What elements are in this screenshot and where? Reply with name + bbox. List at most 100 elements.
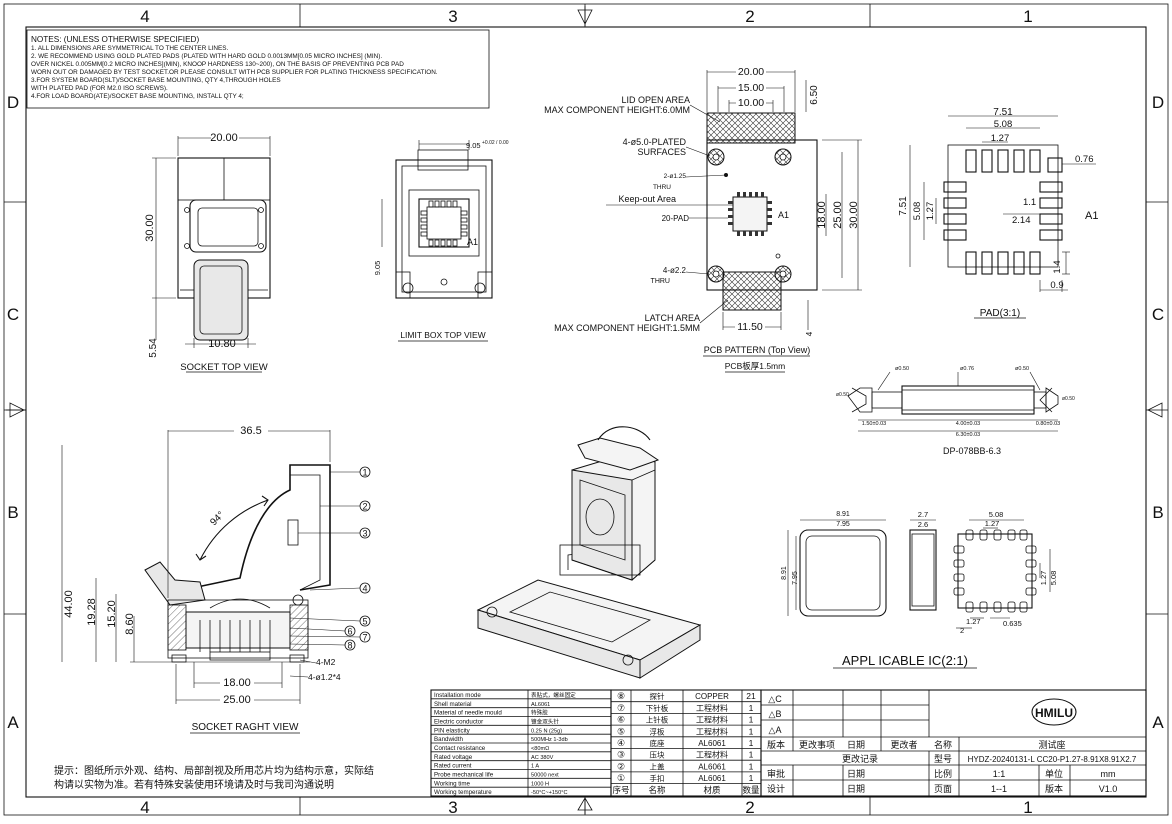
bom-qty: 1 — [749, 738, 754, 748]
border-frame — [3, 3, 1169, 816]
dim-2: 2 — [960, 626, 964, 635]
bom-qty: 1 — [749, 715, 754, 725]
dim-795: 7.95 — [836, 521, 850, 528]
plated-label: 4-ø5.0-PLATED — [623, 137, 687, 147]
lid-height-label: MAX COMPONENT HEIGHT:6.0MM — [544, 105, 690, 115]
dim-891: 8.91 — [836, 511, 850, 518]
bom-material: 工程材料 — [696, 703, 728, 713]
bom-name: 压块 — [650, 750, 665, 760]
pin-len-3: 0.80±0.03 — [1036, 421, 1060, 427]
rev-head-changer: 更改者 — [890, 739, 917, 750]
bom-name: 上盖 — [650, 761, 665, 771]
spec-value: 镀金双头针 — [531, 718, 559, 726]
bom-material: COPPER — [695, 692, 729, 701]
dim-tolerance: +0.02 / 0.00 — [482, 140, 509, 146]
view-caption: APPL ICABLE IC(2:1) — [842, 653, 968, 668]
dim-bottom: 10.80 — [208, 338, 236, 350]
bom-head-qty: 数量 — [742, 785, 760, 795]
page-label: 页面 — [934, 784, 952, 794]
dim-25: 25.00 — [223, 694, 251, 706]
dim-127: 1.27 — [985, 519, 1000, 528]
label: D — [7, 93, 19, 112]
plated-label-2: SURFACES — [637, 147, 686, 157]
label: HMILU — [1035, 706, 1073, 720]
bom-no: ① — [617, 773, 625, 783]
dim-v127: 1.27 — [1039, 571, 1048, 586]
label: 4 — [362, 584, 367, 594]
dim-15: 15.00 — [738, 82, 764, 94]
dim-v891: 8.91 — [781, 566, 788, 580]
dim-18: 18.00 — [816, 201, 828, 229]
dim-offset: 5.54 — [148, 338, 159, 358]
notes-line: WITH PLATED PAD (FOR M2.0 ISO SCREWS). — [31, 85, 168, 92]
unit-value: mm — [1101, 769, 1116, 779]
spec-label: Installation mode — [434, 692, 481, 699]
dim-v127: 1.27 — [925, 202, 936, 221]
bom-head-name: 名称 — [648, 785, 666, 795]
dim-v795: 7.95 — [792, 571, 799, 585]
design-label: 设计 — [767, 783, 785, 794]
notes-line: NOTES: (UNLESS OTHERWISE SPECIFIED) — [31, 35, 199, 44]
date-label-2: 日期 — [847, 784, 865, 794]
pcb-thickness: PCB板厚1.5mm — [725, 361, 785, 371]
dim-v508: 5.08 — [912, 202, 923, 221]
thru-label: 2-ø1.25 — [664, 173, 687, 180]
version-label: 版本 — [1045, 783, 1063, 794]
dim-44: 44.00 — [63, 590, 75, 618]
notes-line: 2. WE RECOMMEND USING GOLD PLATED PADS (… — [31, 53, 382, 60]
bom-name: 上针板 — [646, 715, 669, 725]
frame-zone-labels: 4 3 2 1 4 3 2 1 D C B A D C B A — [7, 7, 1164, 817]
rev-c: △C — [768, 694, 782, 704]
spec-value: <80mΩ — [531, 746, 549, 752]
bom-head-no: 序号 — [612, 785, 629, 795]
spec-label: Electric conductor — [434, 719, 483, 726]
rev-a: △A — [769, 725, 782, 735]
dim-v751: 7.51 — [898, 196, 909, 216]
bom-no: ⑧ — [617, 691, 625, 701]
dim-1928: 19.28 — [86, 598, 98, 626]
bom-no: ⑦ — [617, 703, 625, 713]
bom-material: AL6061 — [698, 762, 726, 771]
bom-material: 工程材料 — [696, 750, 728, 760]
label: 1 — [1023, 798, 1032, 817]
bom-qty: 1 — [749, 773, 754, 783]
latch-label: LATCH AREA — [645, 313, 700, 323]
bom-head-material: 材质 — [703, 785, 721, 795]
notes-line: 3.FOR SYSTEM BOARD(SLT)/SOCKET BASE MOUN… — [31, 77, 281, 84]
label: 6 — [347, 627, 352, 637]
spec-label: Rated current — [434, 763, 472, 770]
name-value: 测试座 — [1038, 739, 1065, 750]
spec-value: 500MHz 1-3db — [531, 737, 568, 743]
label: D — [1152, 93, 1164, 112]
spec-label: Bandwidth — [434, 736, 463, 743]
pin-dia-1: ø0.50 — [895, 366, 909, 372]
limit-box-view: A1 9.05 +0.02 / 0.00 9.05 LIMIT BOX TOP … — [373, 140, 509, 342]
model-value: HYDZ-20240131-L CC20-P1.27-8.91X8.91X2.7 — [968, 755, 1137, 764]
hole-label: 4-ø1.2*4 — [308, 672, 341, 682]
dim-width: 20.00 — [210, 132, 238, 144]
label: B — [1152, 503, 1163, 522]
bom-qty: 1 — [749, 726, 754, 736]
dim-height: 9.05 — [373, 261, 382, 276]
dim-650: 6.50 — [809, 85, 820, 105]
view-caption: PAD(3:1) — [980, 308, 1020, 319]
bom-name: 浮板 — [650, 726, 665, 736]
view-caption: PCB PATTERN (Top View) — [704, 345, 811, 355]
dim-09: 0.9 — [1050, 280, 1063, 291]
pin-dia-3: ø0.50 — [1015, 366, 1029, 372]
dim-1150: 11.50 — [737, 321, 763, 333]
name-label: 名称 — [934, 739, 952, 750]
a1-label: A1 — [467, 237, 478, 247]
bom-name: 手扣 — [650, 773, 665, 783]
spec-label: Working time — [434, 780, 471, 787]
thru2-label: 4-ø2.2 — [663, 266, 687, 275]
dim-508: 5.08 — [989, 510, 1004, 519]
pin-tip-left: ø0.50 — [836, 392, 849, 398]
notes-line: 1. ALL DIMENSIONS ARE SYMMETRICAL TO THE… — [31, 45, 229, 52]
probe-pin-view: ø0.50 ø0.50 ø0.50 ø0.76 ø0.50 1.50±0.03 … — [836, 366, 1075, 456]
pin-tip-right: ø0.50 — [1062, 396, 1075, 402]
company-logo: HMILU — [1031, 698, 1077, 726]
spec-value: AL6061 — [531, 702, 550, 708]
